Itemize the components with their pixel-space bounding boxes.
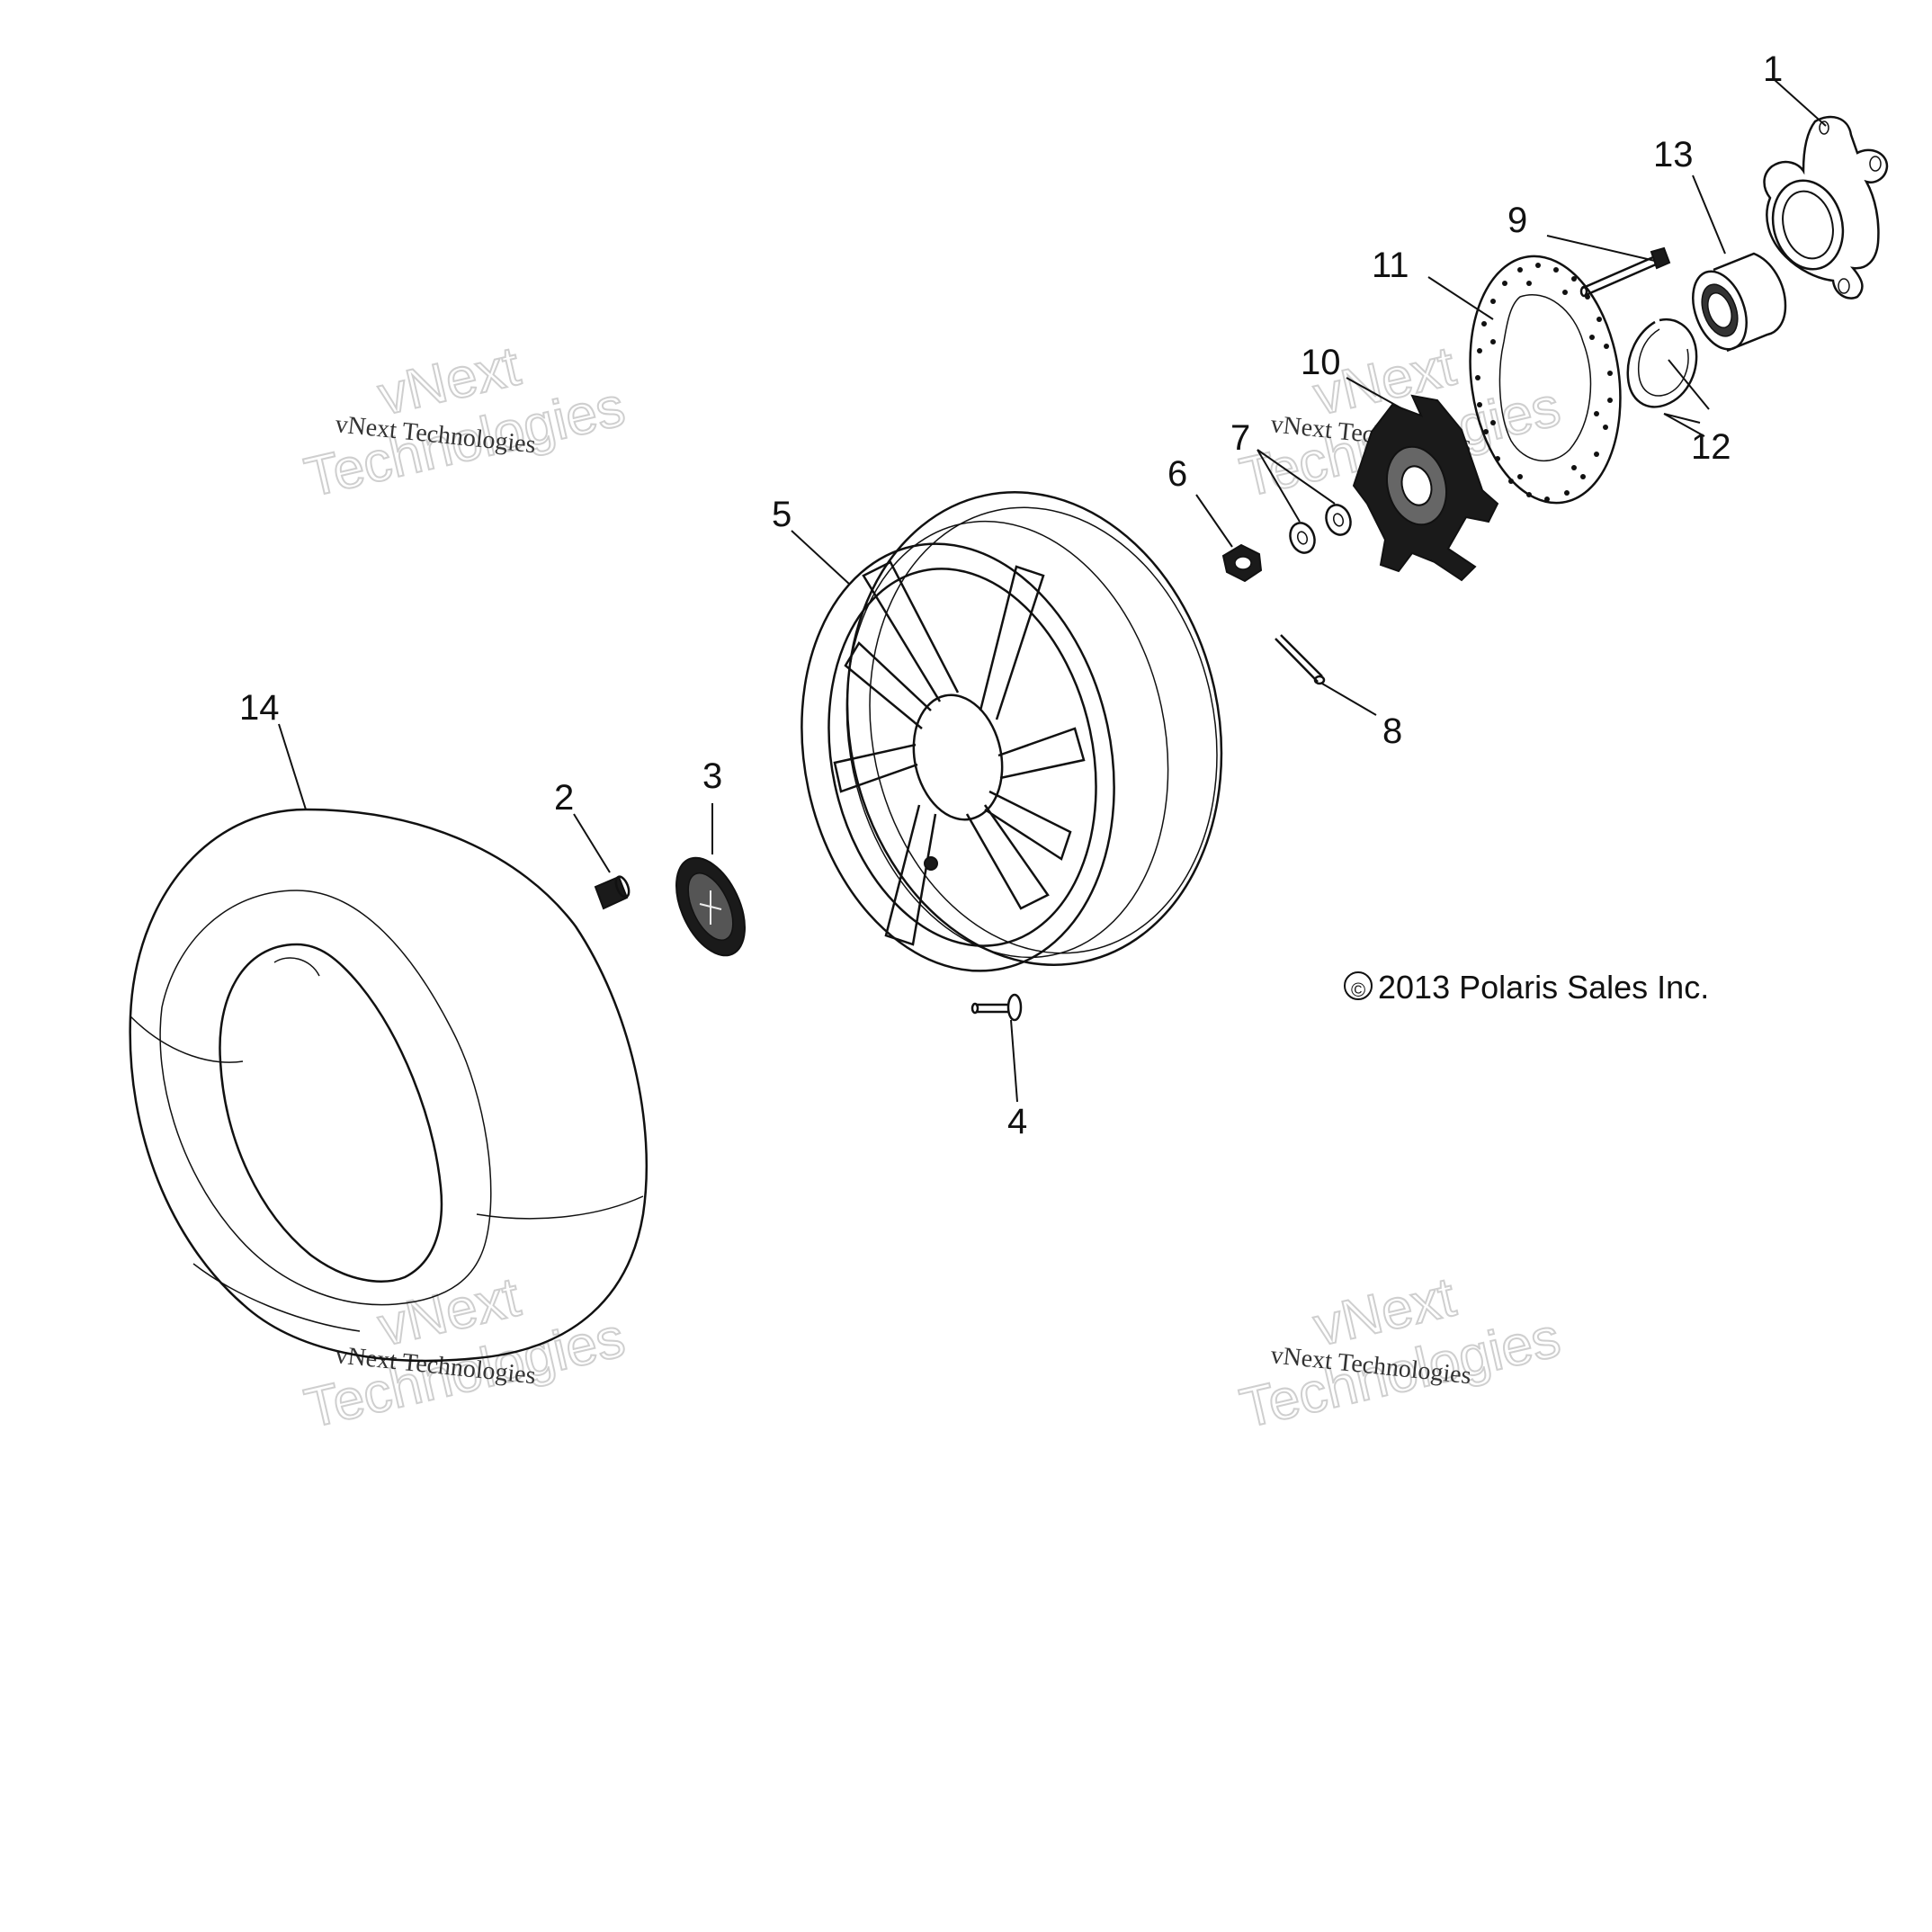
callout-8: 8	[1382, 711, 1402, 751]
callout-4: 4	[1007, 1102, 1027, 1141]
leader-9	[1546, 235, 1656, 262]
leader-4	[1010, 1019, 1018, 1103]
copyright-symbol-icon	[1344, 971, 1373, 1000]
part-3-center-cap	[675, 856, 746, 957]
part-13-bearing	[1692, 252, 1787, 353]
callout-3: 3	[702, 756, 722, 796]
callout-5: 5	[772, 495, 792, 534]
callout-1: 1	[1763, 49, 1783, 89]
leader-2	[573, 813, 611, 873]
callout-numbers: 1 2 3 4 5 6 7 8 9 10 11 12 13 14	[239, 49, 1783, 1141]
part-6-castle-nut	[1221, 543, 1263, 583]
leader-lines	[278, 78, 1827, 1103]
leader-8	[1321, 683, 1377, 716]
part-1-steering-knuckle	[1763, 115, 1889, 300]
copyright-notice: © 2013 Polaris Sales Inc.	[1344, 969, 1709, 1006]
callout-7: 7	[1230, 418, 1250, 458]
leader-12	[1668, 359, 1710, 410]
leader-11	[1427, 276, 1494, 320]
callout-10: 10	[1301, 343, 1341, 382]
leader-14	[278, 723, 307, 810]
callout-9: 9	[1507, 201, 1527, 240]
part-7-washers	[1289, 504, 1352, 554]
callout-14: 14	[239, 688, 280, 728]
callout-2: 2	[554, 778, 574, 818]
part-11-brake-disc	[1469, 255, 1622, 505]
callout-11: 11	[1372, 246, 1409, 285]
part-8-cotter-pin	[1275, 634, 1326, 685]
part-12-snap-ring	[1626, 318, 1698, 408]
leader-10	[1346, 377, 1404, 410]
brake-disc-holes	[1475, 263, 1613, 502]
leader-13	[1692, 174, 1726, 255]
part-9-stud	[1579, 246, 1671, 298]
part-14-tire	[129, 808, 648, 1363]
callout-6: 6	[1167, 454, 1187, 494]
part-10-hub	[1352, 394, 1499, 582]
leader-12-base	[1663, 413, 1705, 437]
copyright-text: 2013 Polaris Sales Inc.	[1378, 969, 1709, 1006]
callout-12: 12	[1691, 427, 1731, 467]
leader-7	[1257, 449, 1336, 523]
part-4-bolt	[970, 993, 1023, 1022]
part-5-wheel-rim	[801, 491, 1223, 972]
part-2-valve-stem	[594, 875, 631, 910]
copyright-symbol: ©	[1351, 979, 1365, 1001]
callout-13: 13	[1653, 135, 1694, 174]
leader-6	[1195, 494, 1233, 548]
leader-5	[791, 530, 851, 586]
leader-1	[1773, 78, 1827, 127]
